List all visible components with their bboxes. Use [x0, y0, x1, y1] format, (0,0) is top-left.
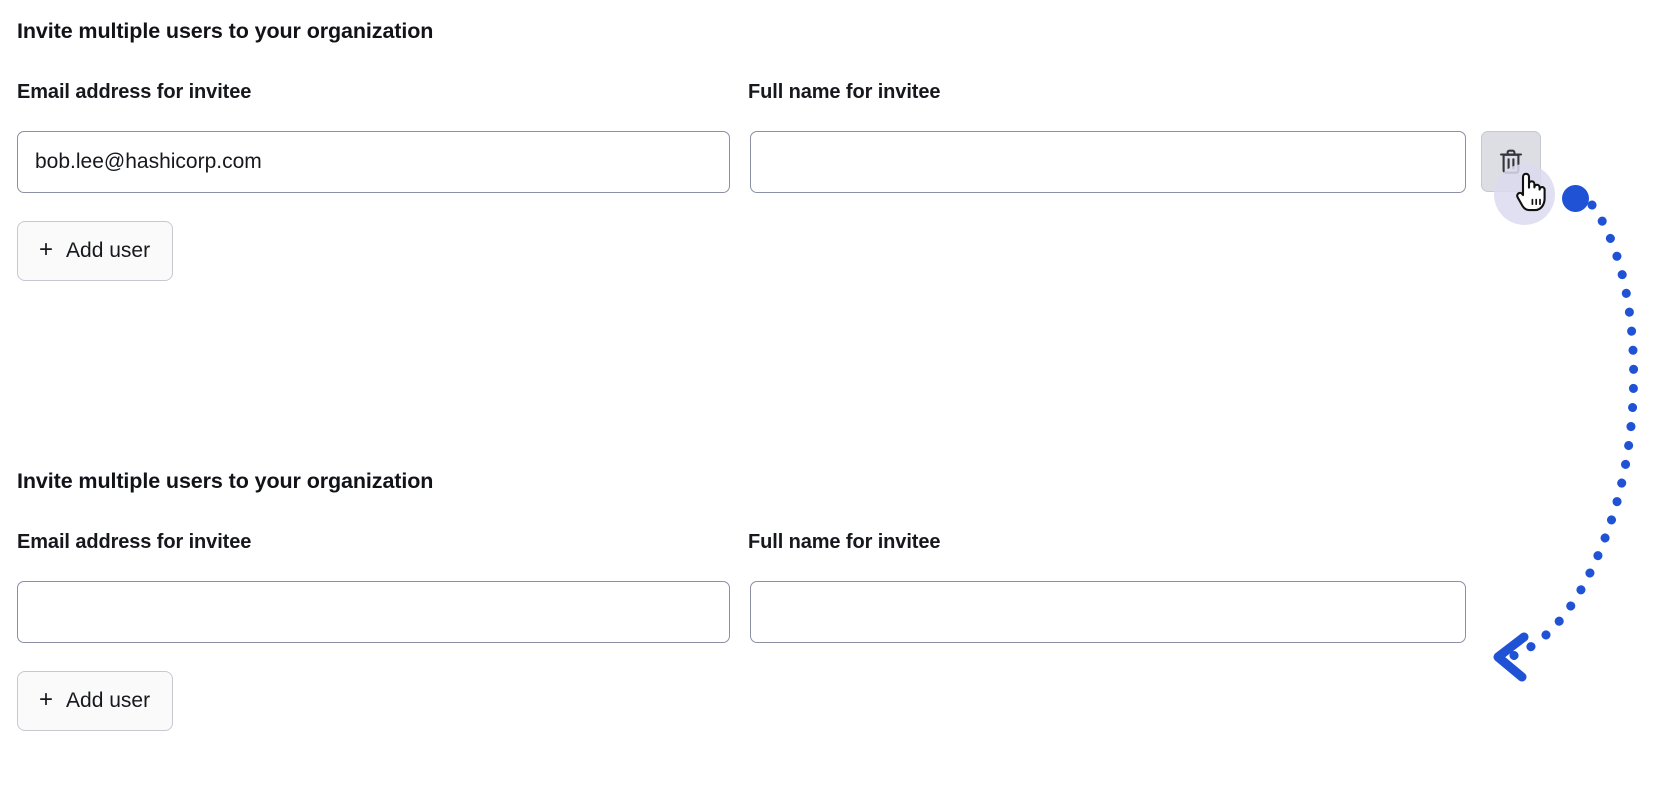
fullname-field-label-secondary: Full name for invitee: [748, 531, 941, 553]
fullname-input-secondary[interactable]: [750, 581, 1466, 643]
add-user-button-label: Add user: [66, 239, 151, 262]
fullname-input[interactable]: [750, 131, 1466, 193]
email-field-label-secondary: Email address for invitee: [17, 531, 252, 553]
add-user-button-secondary[interactable]: + Add user: [17, 671, 174, 731]
email-field-label: Email address for invitee: [17, 81, 252, 103]
click-point-marker: [1562, 185, 1589, 212]
page-title-secondary: Invite multiple users to your organizati…: [17, 469, 434, 493]
trash-icon: [1498, 148, 1524, 176]
delete-invitee-button[interactable]: [1481, 131, 1541, 192]
email-input-secondary[interactable]: [17, 581, 730, 643]
add-user-button[interactable]: + Add user: [17, 221, 174, 281]
add-user-button-label: Add user: [66, 689, 151, 712]
fullname-field-label: Full name for invitee: [748, 81, 941, 103]
plus-icon: +: [39, 686, 54, 713]
page-title: Invite multiple users to your organizati…: [17, 19, 434, 43]
email-input[interactable]: [17, 131, 730, 193]
plus-icon: +: [39, 236, 54, 263]
